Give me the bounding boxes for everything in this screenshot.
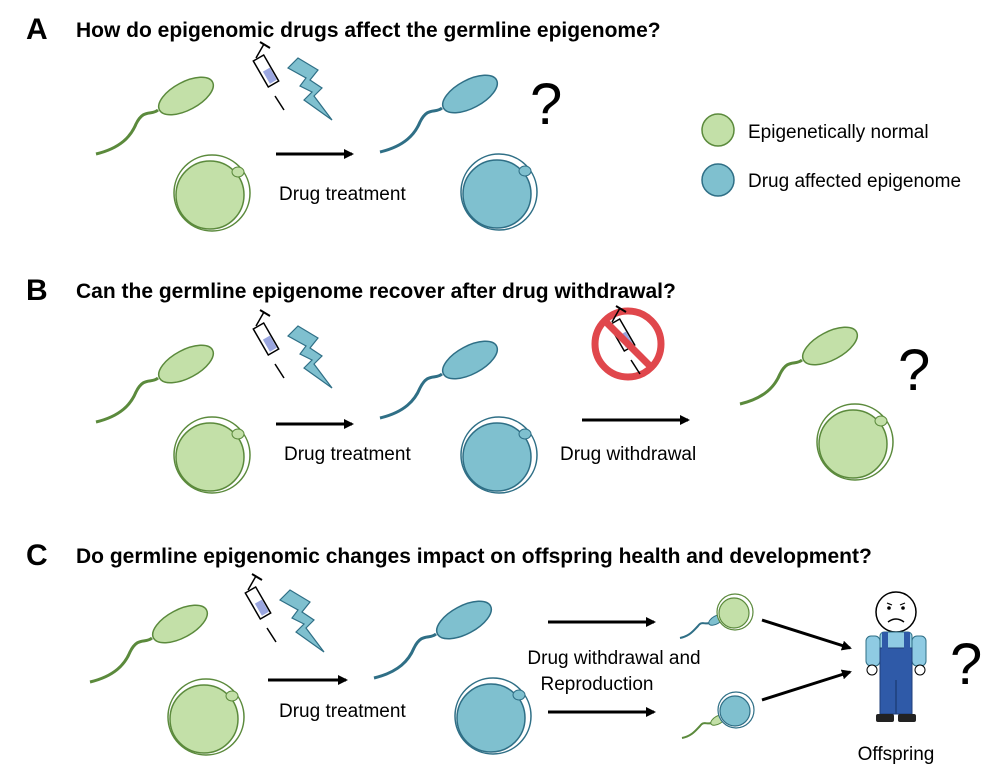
sperm-affected: [372, 592, 499, 680]
label-drug-treatment: Drug treatment: [284, 444, 411, 465]
panel-b: B Can the germline epigenome recover aft…: [26, 274, 930, 494]
sperm-normal: [88, 596, 215, 684]
egg-recovered: [816, 403, 894, 481]
egg-normal: [173, 416, 251, 494]
panel-letter-c: C: [26, 539, 48, 572]
legend-normal-swatch: [701, 113, 735, 147]
egg-normal: [173, 154, 251, 232]
question-mark: ?: [898, 338, 930, 403]
legend-affected-swatch: [701, 163, 735, 197]
sperm-affected: [378, 332, 505, 420]
sperm-normal: [94, 336, 221, 424]
offspring-figure-icon: [865, 591, 927, 722]
label-drug-treatment: Drug treatment: [279, 184, 406, 205]
legend-affected-label: Drug affected epigenome: [748, 171, 961, 192]
legend-normal-label: Epigenetically normal: [748, 122, 929, 143]
lightning-bolt-icon: [287, 325, 333, 389]
legend: Epigenetically normal Drug affected epig…: [701, 113, 961, 197]
fertilization-lower: [681, 691, 755, 739]
syringe-icon: [252, 309, 285, 379]
egg-affected: [454, 677, 532, 755]
label-drug-withdrawal: Drug withdrawal: [560, 444, 696, 465]
panel-a-question: How do epigenomic drugs affect the germl…: [76, 19, 661, 42]
sperm-recovered: [738, 318, 865, 406]
label-offspring: Offspring: [858, 744, 935, 765]
syringe-icon: [244, 573, 277, 643]
sperm-normal: [94, 68, 221, 156]
panel-letter-a: A: [26, 13, 48, 46]
question-mark: ?: [530, 72, 562, 137]
syringe-icon: [252, 41, 285, 111]
label-drug-treatment: Drug treatment: [279, 701, 406, 722]
question-mark: ?: [950, 632, 982, 697]
egg-affected: [460, 153, 538, 231]
panel-b-question: Can the germline epigenome recover after…: [76, 280, 676, 303]
lightning-bolt-icon: [287, 57, 333, 121]
label-withdrawal-reproduction-line1: Drug withdrawal and: [527, 648, 700, 669]
arrow-to-offspring-lower: [761, 669, 852, 702]
fertilization-upper: [679, 593, 754, 639]
no-drug-icon: [591, 305, 665, 381]
sperm-affected: [378, 66, 505, 154]
panel-c-question: Do germline epigenomic changes impact on…: [76, 545, 872, 568]
label-withdrawal-reproduction-line2: Reproduction: [540, 674, 653, 695]
panel-letter-b: B: [26, 274, 48, 307]
panel-c: C Do germline epigenomic changes impact …: [26, 539, 982, 765]
egg-normal: [167, 678, 245, 756]
panel-a: A How do epigenomic drugs affect the ger…: [26, 13, 961, 232]
egg-affected: [460, 416, 538, 494]
lightning-bolt-icon: [279, 589, 325, 653]
arrow-to-offspring-upper: [761, 618, 852, 651]
